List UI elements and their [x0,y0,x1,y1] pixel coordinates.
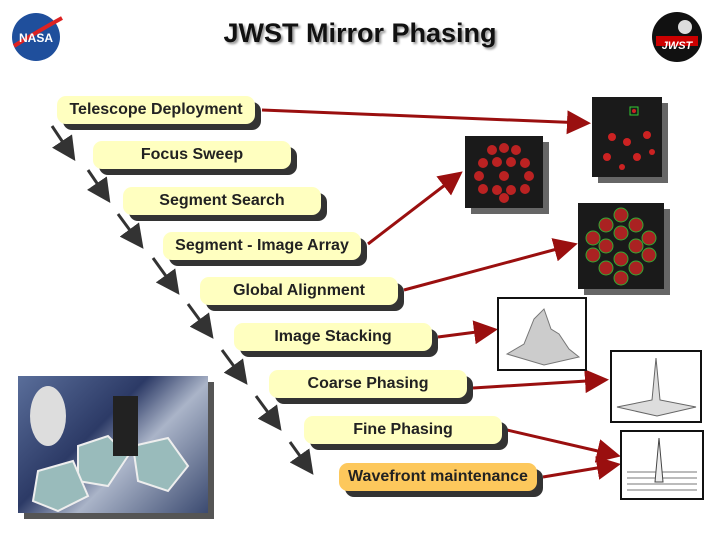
step-segment-search: Segment Search [123,187,327,221]
deployment-image [592,97,662,177]
nasa-logo: NASA [12,13,63,61]
step-fine-phasing: Fine Phasing [304,416,508,450]
result-arrow [403,238,578,292]
image-stacking-plot [497,297,587,371]
step-label: Telescope Deployment [57,96,255,124]
step-label: Fine Phasing [304,416,502,444]
sequence-arrow [50,125,76,161]
step-label: Focus Sweep [93,141,291,169]
step-label: Image Stacking [234,323,432,351]
sequence-arrow [86,169,111,203]
svg-text:JWST: JWST [662,40,694,52]
step-label: Coarse Phasing [269,370,467,398]
sequence-arrows [50,125,314,475]
step-label: Segment Search [123,187,321,215]
result-arrow [506,428,621,463]
sequence-arrow [186,303,214,339]
jwst-logo: JWST [652,12,702,62]
result-arrow [437,320,498,345]
segment-array-image [465,136,543,208]
step-telescope-deployment: Telescope Deployment [57,96,261,130]
mirror-assembly-photo [18,376,208,513]
sequence-arrow [254,395,282,431]
step-global-alignment: Global Alignment [200,277,404,311]
step-focus-sweep: Focus Sweep [93,141,297,175]
svg-text:NASA: NASA [19,31,53,45]
step-coarse-phasing: Coarse Phasing [269,370,473,404]
step-segment-image-array: Segment - Image Array [163,232,367,266]
result-arrow [261,108,591,135]
step-wavefront-maintenance: Wavefront maintenance [339,463,543,497]
sequence-arrow [288,441,314,475]
fine-phasing-plot [620,430,704,500]
step-label: Global Alignment [200,277,398,305]
step-label: Wavefront maintenance [339,463,537,491]
sequence-arrow [220,349,248,385]
step-label: Segment - Image Array [163,232,361,260]
sequence-arrow [116,213,144,249]
global-alignment-image [578,203,664,289]
step-image-stacking: Image Stacking [234,323,438,357]
result-arrow [472,369,609,394]
result-arrow [542,456,621,480]
page-title: JWST Mirror Phasing [223,18,497,48]
result-arrow [367,171,463,246]
sequence-arrow [151,257,180,295]
coarse-phasing-plot [610,350,702,423]
